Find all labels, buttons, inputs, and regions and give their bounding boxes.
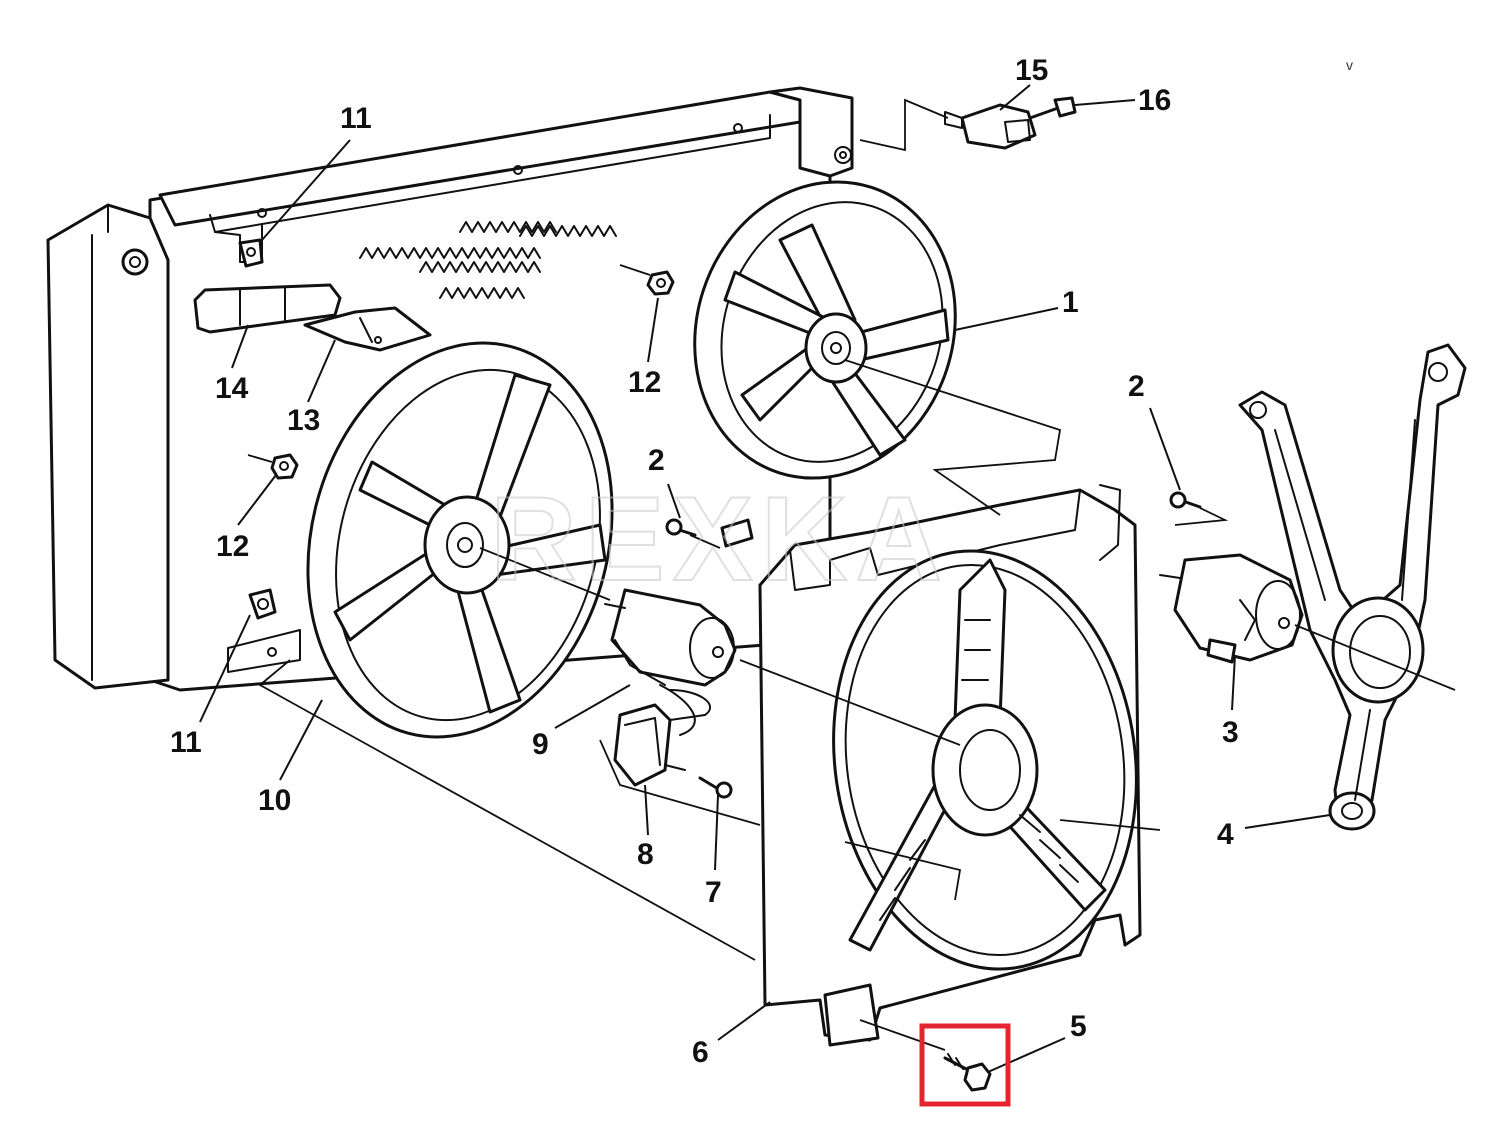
callout-10: 10 <box>258 784 291 817</box>
callout-3: 3 <box>1222 716 1239 749</box>
callout-15: 15 <box>1015 54 1048 87</box>
callout-5: 5 <box>1070 1010 1087 1043</box>
leader-lines <box>199 84 1331 1073</box>
callout-8: 8 <box>637 838 654 871</box>
highlight-box-part-5 <box>919 1023 1011 1107</box>
callout-9: 9 <box>532 728 549 761</box>
callout-labels: 1 2 2 3 4 5 6 7 8 9 10 11 11 12 12 13 14… <box>170 54 1239 1069</box>
callout-6: 6 <box>692 1036 709 1069</box>
part-10-lower-fan <box>306 341 614 739</box>
callout-2-right: 2 <box>1128 370 1145 403</box>
part-16-pin <box>1028 96 1077 120</box>
radiator-core-fins <box>359 221 617 299</box>
part-8-connector <box>613 684 712 787</box>
part-12-nut-right <box>646 270 675 296</box>
part-3-motor-right <box>1159 553 1304 664</box>
assembly-centerlines <box>247 98 1456 1051</box>
part-6-shroud <box>758 484 1142 1047</box>
callout-1: 1 <box>1062 286 1079 319</box>
part-1-upper-fan <box>693 180 957 480</box>
stray-mark: v <box>1346 57 1353 73</box>
part-12-nut-left <box>270 453 299 480</box>
part-4-bracket-arm <box>1238 343 1467 831</box>
callout-11-lower: 11 <box>170 726 202 759</box>
part-2-screw-left <box>665 518 754 548</box>
callout-13: 13 <box>287 404 320 437</box>
part-2-screw-right <box>1169 491 1202 509</box>
callout-12-right: 12 <box>628 366 661 399</box>
callout-11-upper: 11 <box>340 102 372 135</box>
part-5-bolt <box>943 1053 992 1092</box>
part-14-insulator <box>193 283 342 334</box>
callout-4: 4 <box>1217 818 1234 851</box>
watermark: REXKA <box>490 472 950 606</box>
callout-16: 16 <box>1138 84 1171 117</box>
callout-7: 7 <box>705 876 722 909</box>
part-13-bracket <box>303 306 432 352</box>
part-11-lower-clip <box>248 588 277 620</box>
callout-12-left: 12 <box>216 530 249 563</box>
part-9-motor-left <box>604 588 737 687</box>
part-15-relay <box>944 103 1037 150</box>
callout-2-left: 2 <box>648 444 665 477</box>
part-7-screw <box>698 776 733 799</box>
part-11-upper-clip <box>238 238 264 268</box>
callout-14: 14 <box>215 372 249 405</box>
